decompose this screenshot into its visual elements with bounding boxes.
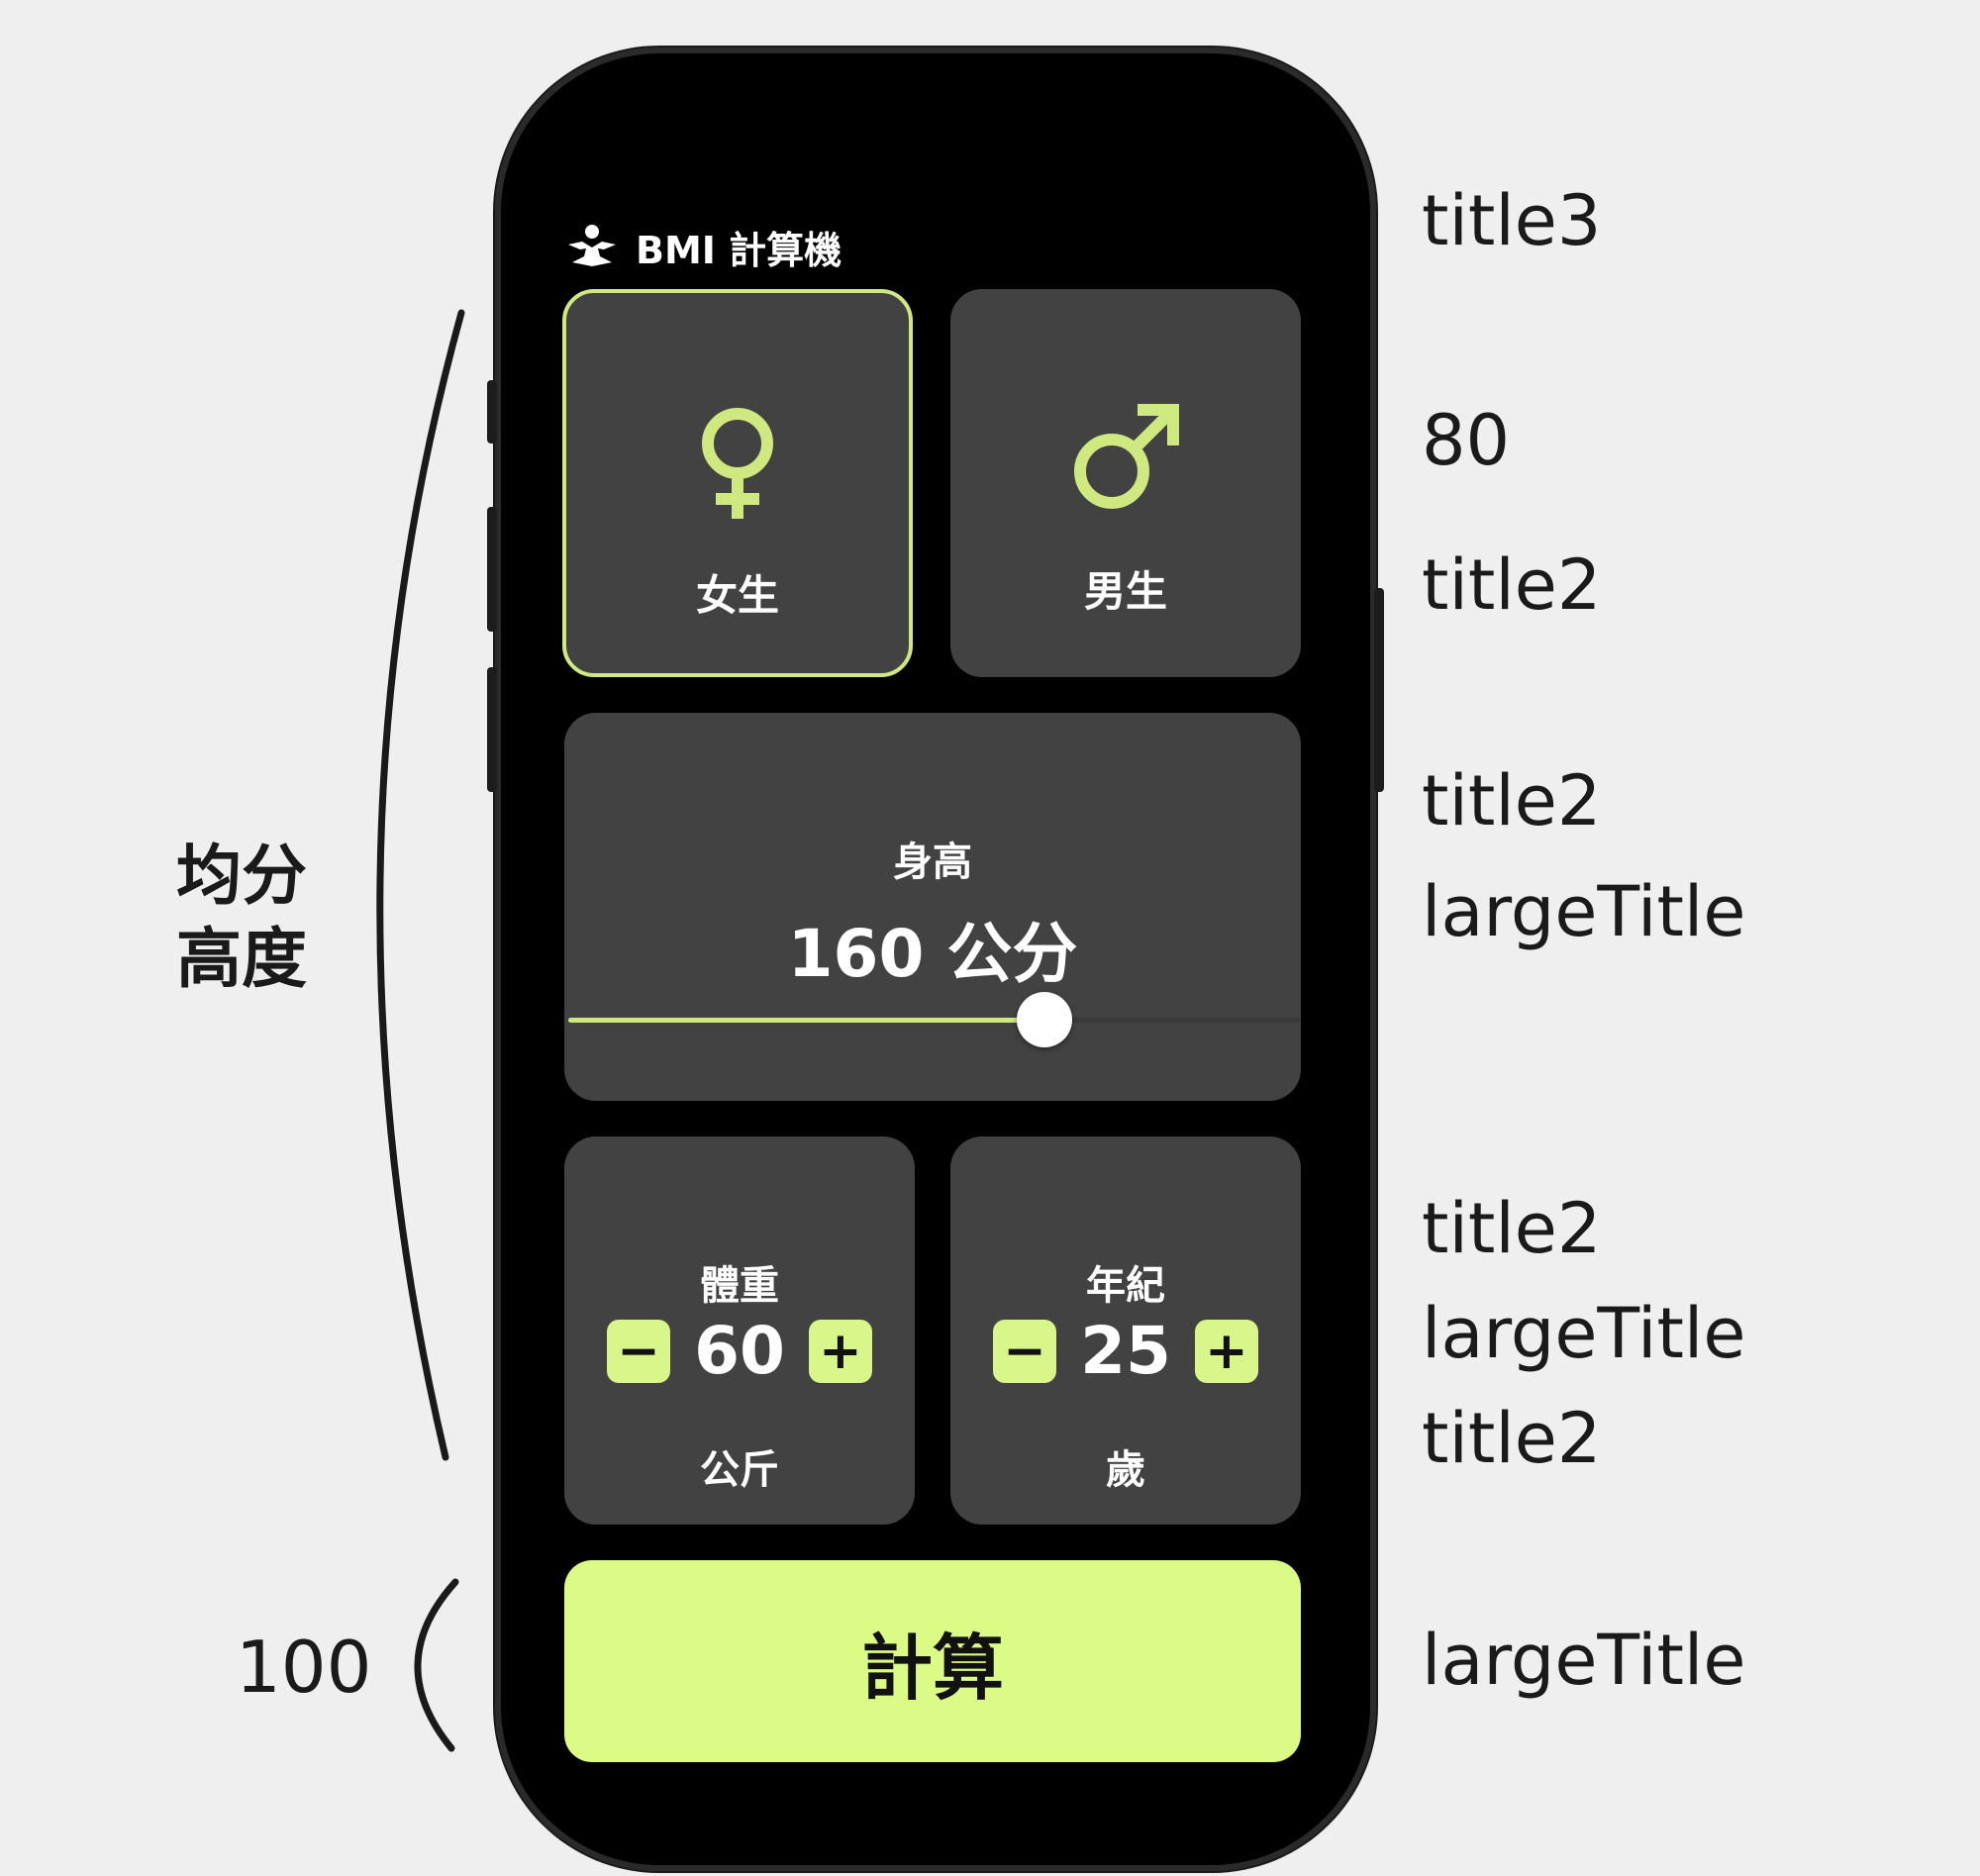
annotation-title3: title3 [1422, 180, 1602, 261]
weight-increment-button[interactable]: + [808, 1319, 872, 1383]
annotation-title2-height: title2 [1422, 760, 1602, 841]
slider-thumb[interactable] [1017, 992, 1072, 1047]
navigation-title: BMI 計算機 [564, 217, 842, 276]
height-title: 身高 [893, 839, 972, 885]
meditation-person-icon [568, 225, 616, 266]
age-title: 年紀 [1086, 1263, 1165, 1309]
male-symbol-icon [1074, 404, 1179, 509]
calculate-button[interactable]: 計算 [564, 1560, 1301, 1762]
weight-stepper: − 60 + [564, 1313, 915, 1389]
weight-unit: 公斤 [700, 1447, 779, 1493]
height-slider[interactable] [564, 992, 1301, 1047]
height-value: 160 公分 [787, 916, 1078, 992]
equal-height-annotation: 均分 高度 [176, 838, 307, 997]
mute-switch [487, 380, 497, 444]
volume-up-button [487, 507, 497, 632]
annotation-largetitle-height: largeTitle [1422, 871, 1746, 952]
annotation-largetitle-stat: largeTitle [1422, 1293, 1746, 1374]
weight-title: 體重 [700, 1263, 779, 1309]
age-unit: 歲 [1106, 1447, 1145, 1493]
age-stepper: − 25 + [950, 1313, 1301, 1389]
volume-down-button [487, 667, 497, 792]
annotation-largetitle-button: largeTitle [1422, 1620, 1746, 1701]
annotation-title2-unit: title2 [1422, 1398, 1602, 1479]
weight-card: 體重 − 60 + 公斤 [564, 1136, 915, 1525]
gender-card-female[interactable]: 女生 [562, 289, 913, 677]
app-title: BMI 計算機 [636, 228, 842, 272]
power-button [1374, 588, 1384, 792]
age-decrement-button[interactable]: − [993, 1319, 1057, 1383]
annotation-80: 80 [1422, 400, 1511, 481]
annotation-title2-stat: title2 [1422, 1188, 1602, 1269]
button-height-annotation: 100 [236, 1626, 372, 1709]
slider-fill [568, 1018, 1044, 1023]
female-symbol-icon [702, 408, 773, 519]
age-increment-button[interactable]: + [1194, 1319, 1258, 1383]
age-value: 25 [1080, 1313, 1171, 1389]
female-label: 女生 [695, 571, 779, 620]
age-card: 年紀 − 25 + 歲 [950, 1136, 1301, 1525]
male-label: 男生 [1083, 567, 1167, 616]
phone-frame: BMI 計算機 女生 男生 身高 160 公分 體重 − 60 + [487, 53, 1384, 1865]
gender-card-male[interactable]: 男生 [950, 289, 1301, 677]
height-card: 身高 160 公分 [564, 713, 1301, 1101]
annotation-title2-gender: title2 [1422, 544, 1602, 626]
weight-decrement-button[interactable]: − [607, 1319, 671, 1383]
weight-value: 60 [694, 1313, 785, 1389]
